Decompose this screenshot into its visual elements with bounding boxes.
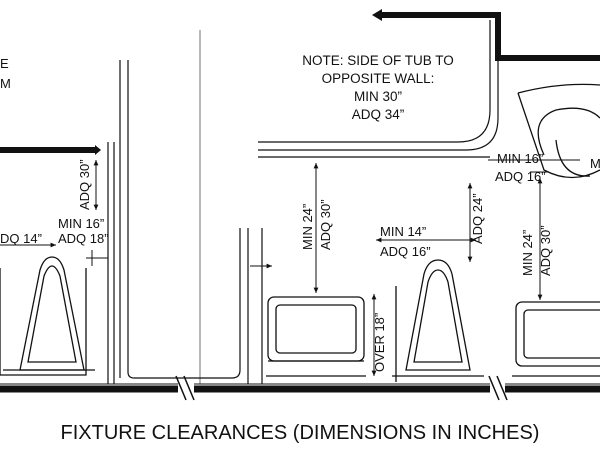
- left-wc-width-label: DQ 14”: [0, 231, 42, 246]
- left-dimension-lines: [0, 160, 108, 266]
- right-lavatory: [512, 83, 600, 377]
- center-dimension-lines: [250, 163, 476, 376]
- left-wc-side-adq-label: ADQ 18”: [58, 231, 109, 246]
- right-vertical-adq-label: ADQ 30”: [538, 225, 553, 276]
- center-over-label: OVER 18”: [372, 313, 387, 372]
- left-water-closet: [0, 256, 95, 376]
- right-min-label: MIN 16”: [497, 151, 543, 166]
- tub-note-line-3: MIN 30”: [354, 89, 402, 104]
- right-vertical-min-label: MIN 24”: [520, 230, 535, 276]
- left-vertical-label: ADQ 30”: [77, 159, 92, 210]
- center-wc-vertical-label: ADQ 24”: [470, 193, 485, 244]
- left-partial-note-1: E: [0, 56, 9, 71]
- right-partial-label: M: [590, 156, 600, 171]
- top-wall: [372, 9, 600, 61]
- tub-note-line-2: OPPOSITE WALL:: [322, 71, 435, 86]
- left-wall-segment: [0, 142, 115, 384]
- tub-note-frame: [258, 20, 499, 158]
- center-lav-front-min-label: MIN 24”: [300, 204, 315, 250]
- center-wc-width-adq-label: ADQ 16”: [380, 244, 431, 259]
- left-wc-side-min-label: MIN 16”: [58, 216, 104, 231]
- left-partial-note-2: M: [0, 76, 11, 91]
- tub-note-line-4: ADQ 34”: [352, 107, 405, 122]
- floor-wall: [0, 375, 600, 401]
- tub-note-line-1: NOTE: SIDE OF TUB TO: [302, 53, 454, 68]
- tub-outline: [119, 30, 263, 384]
- figure-caption: FIXTURE CLEARANCES (DIMENSIONS IN INCHES…: [61, 422, 540, 444]
- center-lavatory: [266, 296, 366, 377]
- center-water-closet: [392, 259, 484, 382]
- right-dimension-lines: [488, 159, 580, 300]
- right-adq-label: ADQ 16”: [495, 169, 546, 184]
- center-lav-front-adq-label: ADQ 30”: [318, 199, 333, 250]
- center-wc-width-min-label: MIN 14”: [380, 224, 426, 239]
